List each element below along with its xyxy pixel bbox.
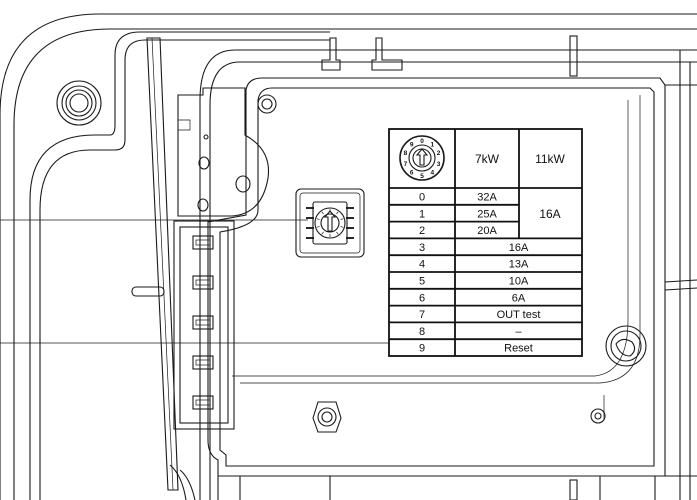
main-cover <box>207 77 697 500</box>
table-row: 7 OUT test <box>419 309 540 321</box>
right-wall <box>664 50 697 500</box>
switch-tick <box>336 231 339 235</box>
row-position: 8 <box>419 326 425 338</box>
row-current: 10A <box>509 276 529 288</box>
top-clips <box>321 35 578 500</box>
dial-digit: 1 <box>430 141 434 148</box>
table-row: 4 13A <box>419 259 529 271</box>
table-row: 2 20A <box>419 225 498 237</box>
row-position: 0 <box>419 192 425 204</box>
row-current: – <box>515 326 522 338</box>
row-position: 7 <box>419 309 425 321</box>
dial-digit: 0 <box>420 138 424 145</box>
switch-tick <box>340 218 344 220</box>
row-current: 6A <box>512 292 526 304</box>
row-position: 9 <box>419 343 425 355</box>
switch-tick <box>316 218 320 220</box>
callout-lines <box>0 219 388 344</box>
table-row: 6 6A <box>419 292 526 304</box>
row-current-7kw: 25A <box>477 208 497 220</box>
terminal-slots <box>192 235 214 410</box>
terminal-block <box>173 220 235 430</box>
table-row: 3 16A <box>419 242 529 254</box>
bracket-plate <box>177 87 270 217</box>
dial-digit: 3 <box>437 161 441 168</box>
dial-digit: 7 <box>404 161 408 168</box>
row-position: 6 <box>419 292 425 304</box>
left-latch <box>131 286 165 297</box>
header-11kw: 11kW <box>535 152 565 166</box>
row-current: Reset <box>504 343 533 355</box>
cable-gland <box>605 325 647 367</box>
dial-digit: 6 <box>410 170 414 177</box>
table-row: 0 32A <box>419 192 498 204</box>
dial-digit: 2 <box>437 150 441 157</box>
side-flap <box>146 37 179 491</box>
header-7kw: 7kW <box>475 152 500 166</box>
table-row: 1 25A <box>419 208 498 220</box>
row-current-7kw: 32A <box>477 192 497 204</box>
tray-frames <box>199 49 697 500</box>
switch-ticks <box>316 209 344 237</box>
row-current: 16A <box>509 242 529 254</box>
rotary-switch <box>295 188 365 258</box>
dial-digit: 8 <box>404 150 408 157</box>
table-row: 9 Reset <box>419 343 533 355</box>
row-position: 4 <box>419 259 425 271</box>
row-current: 13A <box>509 259 529 271</box>
switch-tick <box>321 231 324 235</box>
table-row: 5 10A <box>419 276 529 288</box>
switch-tick <box>340 226 344 228</box>
bottom-ribs <box>169 464 656 500</box>
row-position: 1 <box>419 208 425 220</box>
row-position: 5 <box>419 276 425 288</box>
switch-tick <box>321 211 324 215</box>
switch-tick <box>316 226 320 228</box>
row-current-7kw: 20A <box>477 225 497 237</box>
row-position: 2 <box>419 225 425 237</box>
dial-digit: 9 <box>410 141 414 148</box>
dial-digit: 4 <box>430 170 434 177</box>
outer-housing <box>0 13 697 500</box>
table-row: 8– <box>419 326 523 338</box>
row-current: OUT test <box>497 309 541 321</box>
cover-screws <box>257 94 606 433</box>
switch-tick <box>336 211 339 215</box>
merged-11kw-value: 16A <box>539 207 560 221</box>
mounting-boss-left <box>56 80 102 126</box>
table-row-lines <box>389 203 582 341</box>
dial-digit: 5 <box>420 173 424 180</box>
row-position: 3 <box>419 242 425 254</box>
